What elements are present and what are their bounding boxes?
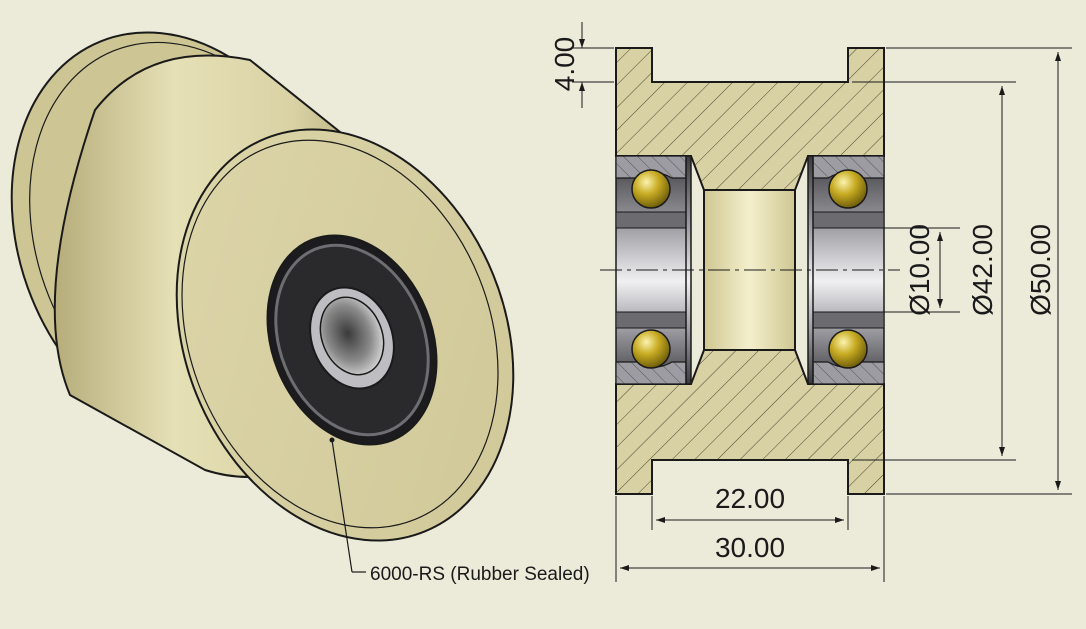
dim-bore-diameter: Ø10.00 <box>904 224 935 316</box>
pulley-isometric-view <box>10 31 515 542</box>
ball <box>828 329 868 369</box>
ball <box>828 169 868 209</box>
bearing-leader <box>329 437 366 573</box>
dim-flange-thickness: 4.00 <box>549 37 580 92</box>
pulley-section-view <box>600 47 900 495</box>
dim-outer-diameter: Ø50.00 <box>1025 224 1056 316</box>
bearing-note: 6000-RS (Rubber Sealed) <box>370 564 590 585</box>
bore <box>319 296 385 376</box>
ball <box>631 329 671 369</box>
dim-groove-diameter: Ø42.00 <box>967 224 998 316</box>
dimension-lines <box>572 22 1072 582</box>
ball <box>631 169 671 209</box>
dim-overall-width: 30.00 <box>715 532 785 563</box>
dim-inner-width: 22.00 <box>715 483 785 514</box>
